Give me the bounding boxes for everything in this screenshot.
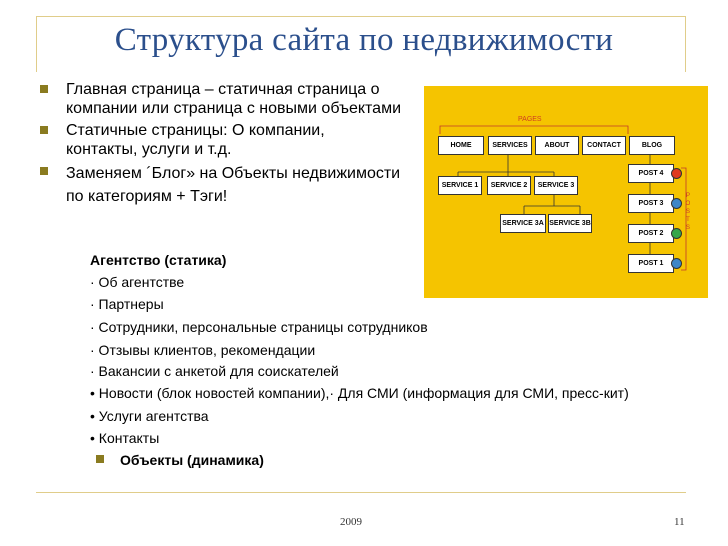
sub-item: · Отзывы клиентов, рекомендации <box>90 342 316 358</box>
sub-item: · Вакансии с анкетой для соискателей <box>90 363 339 379</box>
sub-item: · Партнеры <box>90 296 164 312</box>
sub-item: • Новости (блок новостей компании),· Для… <box>90 385 629 401</box>
post-dot-icon <box>671 258 682 269</box>
bullet-item: Главная страница – статичная страница о … <box>36 80 416 118</box>
sub-item: • Контакты <box>90 430 160 446</box>
bullet-text: Главная страница – статичная страница о … <box>66 81 402 117</box>
service-sub-box: SERVICE 3B <box>548 214 592 233</box>
bullet-list: Главная страница – статичная страница о … <box>36 80 416 211</box>
footer-divider <box>36 492 686 493</box>
page-box-home: HOME <box>438 136 484 155</box>
sub-level2-text: Объекты (динамика) <box>120 452 264 468</box>
bullet-square-icon <box>40 126 48 134</box>
bullet-item: Заменяем ´Блог» на Объекты недвижимости … <box>36 162 416 208</box>
sub-item: · Сотрудники, персональные страницы сотр… <box>90 319 428 335</box>
frame-right-line <box>685 16 686 72</box>
sub-item: • Услуги агентства <box>90 408 209 424</box>
post-box: POST 2 <box>628 224 674 243</box>
page-number: 11 <box>674 516 685 528</box>
diagram-connectors <box>439 125 687 271</box>
sub-item: · Об агентстве <box>90 274 185 290</box>
post-box: POST 3 <box>628 194 674 213</box>
bullet-text: Заменяем ´Блог» на Объекты недвижимости … <box>66 165 401 205</box>
page-box-blog: BLOG <box>629 136 675 155</box>
service-box: SERVICE 3 <box>534 176 578 195</box>
post-box: POST 4 <box>628 164 674 183</box>
frame-left-line <box>36 16 37 72</box>
sub-level2-item: Объекты (динамика) <box>96 452 264 468</box>
post-box: POST 1 <box>628 254 674 273</box>
bullet-text: Статичные страницы: О компании, контакты… <box>66 122 325 158</box>
post-dot-icon <box>671 168 682 179</box>
service-box: SERVICE 2 <box>487 176 531 195</box>
bullet-square-icon <box>40 85 48 93</box>
post-dot-icon <box>671 228 682 239</box>
frame-top-line <box>36 16 686 17</box>
bullet-square-icon <box>40 167 48 175</box>
page-box-services: SERVICES <box>488 136 532 155</box>
pages-label: PAGES <box>518 116 542 123</box>
post-dot-icon <box>671 198 682 209</box>
service-sub-box: SERVICE 3A <box>500 214 546 233</box>
sub-item-heading: Агентство (статика) <box>90 252 227 268</box>
page-box-contact: CONTACT <box>582 136 626 155</box>
bullet-item: Статичные страницы: О компании, контакты… <box>36 121 396 159</box>
footer-year: 2009 <box>340 516 362 528</box>
service-box: SERVICE 1 <box>438 176 482 195</box>
bullet-square-icon <box>96 455 104 463</box>
slide-title: Структура сайта по недвижимости <box>114 22 614 58</box>
page-box-about: ABOUT <box>535 136 579 155</box>
